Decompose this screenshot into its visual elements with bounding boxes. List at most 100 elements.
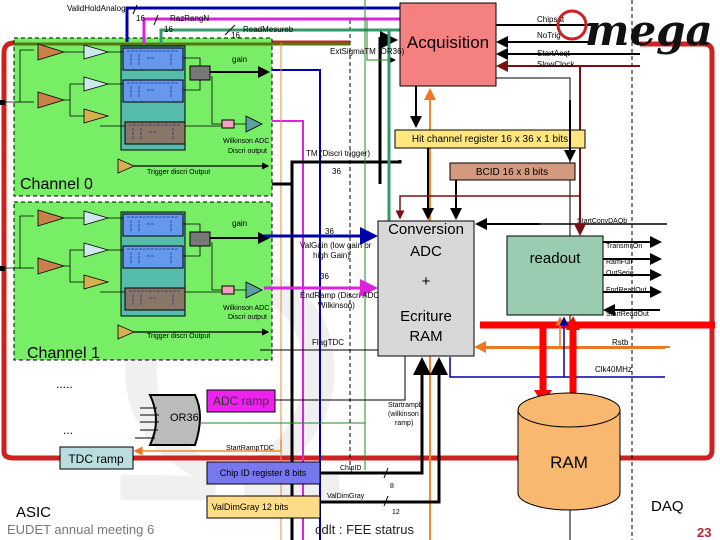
footer-left: EUDET annual meeting 6 [7,522,154,537]
logo-text: mega [585,6,713,55]
acquisition-label: Acquisition [407,33,489,52]
valdim-signal: ValDimGray [327,493,365,500]
ellipsis-2: ... [63,423,73,437]
ch1-discri-label: Discri output [228,314,267,321]
tdc-ramp-label: TDC ramp [68,452,124,466]
memory-cell-high [122,213,184,237]
valgain-line1: ValGain (low gain or [300,241,372,250]
memory-cell-low [122,245,184,269]
valid-hold-line [125,6,405,42]
transmit-on-label: TransmitOn [606,243,642,250]
asic-frame [1,40,430,461]
page-number: 23 [697,525,711,540]
startacqt-label: StartAcqt [537,49,571,58]
width-16c: 16 [231,31,240,40]
conversion-line3: Ecriture [400,308,452,325]
chip-id-width: 8 [390,483,394,490]
raz-rang-line [142,17,405,44]
start-readout-label: StartReadOut [606,311,649,318]
ellipsis-1: ..... [56,377,73,391]
tm-width-label: 36 [332,167,341,176]
valdim-block[interactable] [206,495,321,519]
slowclock-label: SlowClock [537,60,575,69]
gain-select-box [189,231,211,247]
start-ramp-b-line2: (wilkinson [388,411,419,418]
ram-full-label: RamFull [606,259,633,266]
ram-cylinder[interactable] [517,392,621,511]
conversion-plus: + [422,273,431,290]
channel-1-circuit [0,209,270,340]
hit-register-label: Hit channel register 16 x 36 x 1 bits [412,134,568,145]
flag-tdc-label: FlagTDC [312,338,344,347]
acquisition-block[interactable] [399,2,497,87]
adc-ramp-label: ADC ramp [213,394,269,408]
daq-label: DAQ [651,498,684,515]
gain-select-box [189,65,211,81]
conversion-line4: RAM [409,328,442,345]
bcid-label: BCID 16 x 8 bits [476,167,548,178]
start-ramp-b-line1: Startrampb [388,402,423,409]
input-pin [0,100,5,105]
ch1-trigger-label: Trigger discri Output [147,333,210,340]
chip-id-label: Chip ID register 8 bits [220,468,307,478]
channel-1-label: Channel 1 [27,345,100,362]
input-pin [0,266,5,271]
footer-center: cdlt : FEE statrus [315,522,414,537]
adc-ramp-block[interactable] [206,389,276,413]
valdim-label: ValDimGray 12 bits [212,502,289,512]
trigger-discri-icon [117,324,135,340]
ch0-gain-label: gain [232,55,247,64]
start-ramp-tdc-label: StartRampTDC [226,445,274,452]
ext-sigma-label: ExtSigmaTM (OR36) [330,47,405,56]
endramp-line2: Wilkinson) [318,301,355,310]
raz-rang-label: RazRangN [170,14,209,23]
read-mesure-line [159,28,405,44]
chipsat-label: Chipsat [537,15,565,24]
bcid-block[interactable] [449,162,576,181]
read-mesure-label: ReadMesureb [243,25,294,34]
start-ramp-b-line3: ramp) [395,420,413,427]
width-16a: 16 [136,14,145,23]
hit-register-block[interactable] [394,129,586,149]
ch0-wilkinson-label: Wilkinson ADC [223,138,269,145]
channel-0-circuit [0,43,270,174]
memory-cell-tdc [124,287,186,311]
tdc-ramp-block[interactable] [59,446,134,470]
readout-block[interactable] [506,235,604,316]
ram-label: RAM [550,453,588,472]
daq-frame [430,41,715,461]
start-conv-label: StartConvDAQb [577,218,627,225]
or36-gate[interactable] [148,394,201,446]
valdim-width: 12 [392,509,400,516]
clk-label: Clk40MHz [595,365,632,374]
readout-signals [603,236,662,316]
readout-label: readout [530,250,582,267]
chip-id-signal: ChipID [340,465,361,472]
gain-line-0 [272,69,321,540]
wilkinson-switch [221,119,235,129]
out-serie-label: OutSerie [606,270,634,277]
trigger-discri-icon [117,158,135,174]
valid-hold-label: ValidHoldAnalog [67,4,126,13]
rstb-label: Rstb [612,338,629,347]
memory-cell-tdc [124,121,186,145]
ch1-gain-label: gain [232,219,247,228]
conversion-line1: Conversion [388,221,464,238]
ch0-discri-label: Discri output [228,148,267,155]
channel-0-label: Channel 0 [20,176,93,193]
preamp-high-gain-icon [37,209,66,227]
ch1-wilkinson-label: Wilkinson ADC [223,305,269,312]
preamp-low-gain-icon [37,257,66,275]
conversion-adc-block[interactable] [377,220,475,357]
endramp-width: 36 [320,272,329,281]
conversion-line2: ADC [410,243,442,260]
end-readout-label: EndReadOut [606,287,647,294]
notrig-label: NoTrig [537,31,561,40]
or36-label: OR36 [170,412,199,424]
preamp-low-gain-icon [37,91,66,109]
preamp-high-gain-icon [37,43,66,61]
valgain-width: 36 [325,227,334,236]
omega-logo-circle [556,9,588,41]
memory-cell-high [122,47,184,71]
memory-cell-low [122,79,184,103]
